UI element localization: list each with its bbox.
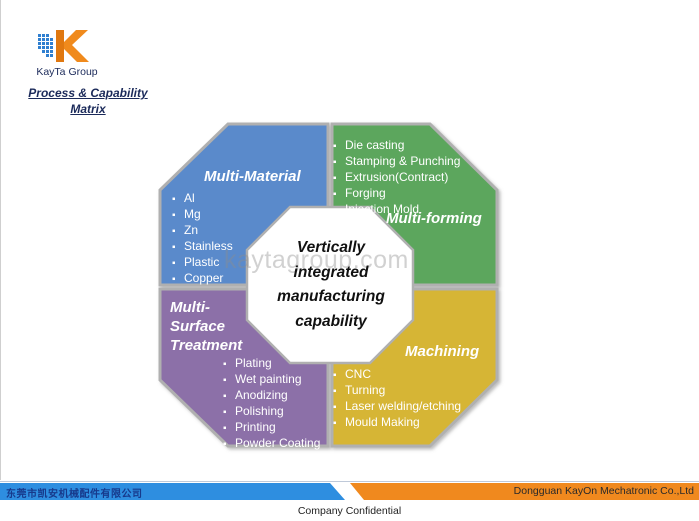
- list-item: Anodizing: [223, 388, 320, 404]
- page-title: Process & Capability Matrix: [18, 85, 158, 117]
- multi-forming-title: Multi-forming: [386, 210, 482, 227]
- list-item: CNC: [333, 367, 461, 383]
- title-line-1: Process & Capability: [28, 86, 148, 100]
- footer-company-chinese: 东莞市凯安机械配件有限公司: [6, 489, 143, 500]
- center-line: capability: [295, 312, 367, 330]
- list-item: Laser welding/etching: [333, 399, 461, 415]
- footer-left-bar: [0, 483, 345, 500]
- title-line: Multi-: [170, 299, 210, 316]
- list-item: Die casting: [333, 138, 460, 154]
- list-item: Printing: [223, 420, 320, 436]
- multi-material-list: Al Mg Zn Stainless Plastic Copper: [172, 191, 233, 287]
- center-octagon: [245, 205, 415, 365]
- list-item: Polishing: [223, 404, 320, 420]
- center-line: integrated: [293, 263, 369, 281]
- page-border-left: [0, 0, 1, 480]
- footer-company-english: Dongguan KayOn Mechatronic Co.,Ltd: [513, 485, 694, 497]
- footer-bars: [0, 483, 699, 500]
- list-item: Zn: [172, 223, 233, 239]
- logo-caption: KayTa Group: [36, 66, 98, 78]
- list-item: Turning: [333, 383, 461, 399]
- list-item: Plating: [223, 356, 320, 372]
- list-item: Stamping & Punching: [333, 154, 460, 170]
- center-line: Vertically: [296, 239, 366, 256]
- confidential-note: Company Confidential: [297, 505, 402, 517]
- list-item: Powder Coating: [223, 436, 320, 452]
- list-item: Forging: [333, 186, 460, 202]
- multi-forming-list: Die casting Stamping & Punching Extrusio…: [333, 138, 460, 218]
- list-item: Copper: [172, 271, 233, 287]
- list-item: Wet painting: [223, 372, 320, 388]
- watermark-text: kaytagroup.com: [224, 246, 409, 274]
- machining-list: CNC Turning Laser welding/etching Mould …: [333, 367, 461, 431]
- list-item: Injection Mold: [333, 202, 460, 218]
- list-item: Plastic: [172, 255, 233, 271]
- multi-material-title: Multi-Material: [204, 168, 301, 185]
- title-line-2: Matrix: [70, 102, 106, 116]
- list-item: Al: [172, 191, 233, 207]
- kayta-logo-icon: [38, 30, 89, 62]
- list-item: Extrusion(Contract): [333, 170, 460, 186]
- multi-surface-list: Plating Wet painting Anodizing Polishing…: [223, 356, 320, 452]
- title-line: Treatment: [170, 337, 243, 354]
- center-line: manufacturing: [277, 288, 385, 305]
- list-item: Stainless: [172, 239, 233, 255]
- center-statement: Vertically integrated manufacturing capa…: [252, 236, 410, 334]
- machining-title: Machining: [405, 343, 480, 360]
- footer-divider: [0, 481, 699, 482]
- footer-right-bar: [350, 483, 699, 500]
- title-line: Surface: [170, 318, 226, 335]
- list-item: Mg: [172, 207, 233, 223]
- list-item: Mould Making: [333, 415, 461, 431]
- multi-surface-title: Multi- Surface Treatment: [170, 298, 242, 355]
